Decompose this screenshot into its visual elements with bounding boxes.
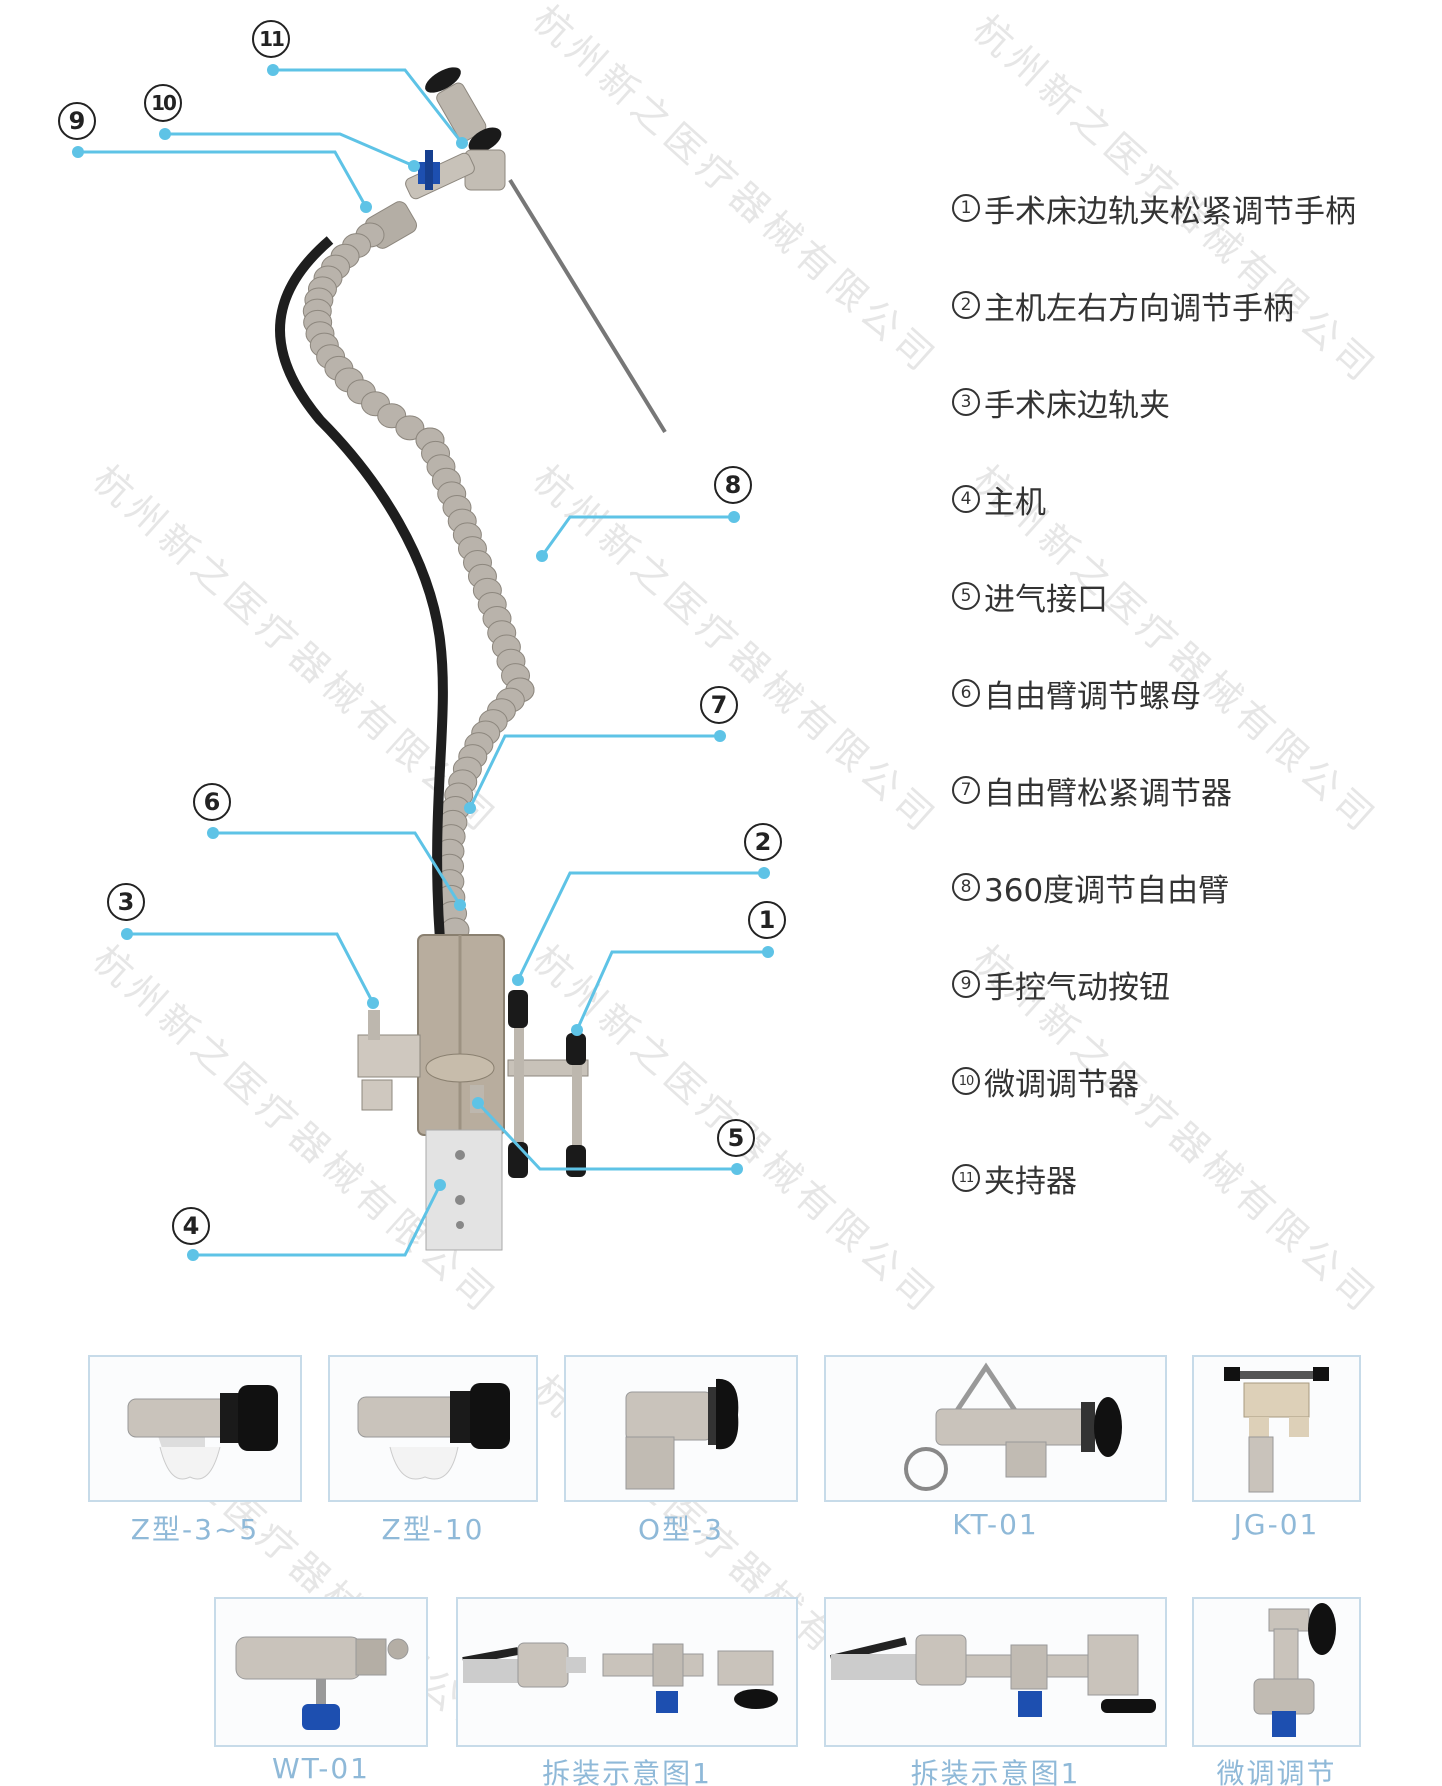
product-illustration <box>625 1378 739 1490</box>
product-image-z3 <box>88 1355 302 1502</box>
callout-6: 6 <box>193 783 231 821</box>
callout-10: 10 <box>144 84 182 122</box>
callout-4: 4 <box>172 1207 210 1245</box>
product-image-wt01 <box>214 1597 428 1747</box>
product-illustration <box>462 1642 778 1713</box>
product-image-kt01 <box>824 1355 1167 1502</box>
product-image-fine-adjust <box>1192 1597 1361 1747</box>
product-caption: JG-01 <box>1233 1508 1320 1541</box>
callout-dots <box>72 64 774 1261</box>
callout-2: 2 <box>744 823 782 861</box>
rail-clamp <box>357 1010 421 1111</box>
holder-head <box>365 67 506 249</box>
product-image-disassembly-2 <box>824 1597 1167 1747</box>
callout-9: 9 <box>58 102 96 140</box>
callout-8: 8 <box>714 466 752 504</box>
product-caption: WT-01 <box>272 1752 370 1785</box>
flexible-arm <box>302 222 535 943</box>
callout-lines <box>78 68 768 1257</box>
product-illustration <box>127 1385 278 1480</box>
product-caption: 拆装示意图1 <box>542 1757 712 1786</box>
product-illustration <box>235 1636 409 1730</box>
device-illustration <box>72 64 774 1261</box>
product-caption: 拆装示意图1 <box>910 1757 1081 1786</box>
product-illustration <box>357 1383 510 1480</box>
callout-5: 5 <box>717 1119 755 1157</box>
handles <box>470 990 589 1178</box>
callout-1: 1 <box>748 901 786 939</box>
product-caption: Z型-10 <box>381 1513 485 1546</box>
product-image-z10 <box>328 1355 538 1502</box>
product-illustration <box>1224 1367 1329 1493</box>
air-hose <box>275 236 448 941</box>
product-illustration <box>830 1634 1156 1717</box>
product-caption: KT-01 <box>952 1508 1039 1541</box>
callout-11: 11 <box>252 20 290 58</box>
product-caption: Z型-3~5 <box>130 1513 260 1546</box>
product-illustration <box>904 1362 1122 1491</box>
product-image-disassembly-1 <box>456 1597 798 1747</box>
fine-adjuster-valve <box>418 150 440 190</box>
product-caption: O型-3 <box>638 1513 724 1546</box>
arm-bead <box>395 415 425 441</box>
callout-7: 7 <box>700 686 738 724</box>
callout-3: 3 <box>107 883 145 921</box>
product-caption: 微调调节 <box>1216 1757 1337 1786</box>
product-illustration <box>1253 1603 1336 1737</box>
product-image-o3 <box>564 1355 798 1502</box>
scope-rod <box>508 178 667 434</box>
product-image-jg01 <box>1192 1355 1361 1502</box>
